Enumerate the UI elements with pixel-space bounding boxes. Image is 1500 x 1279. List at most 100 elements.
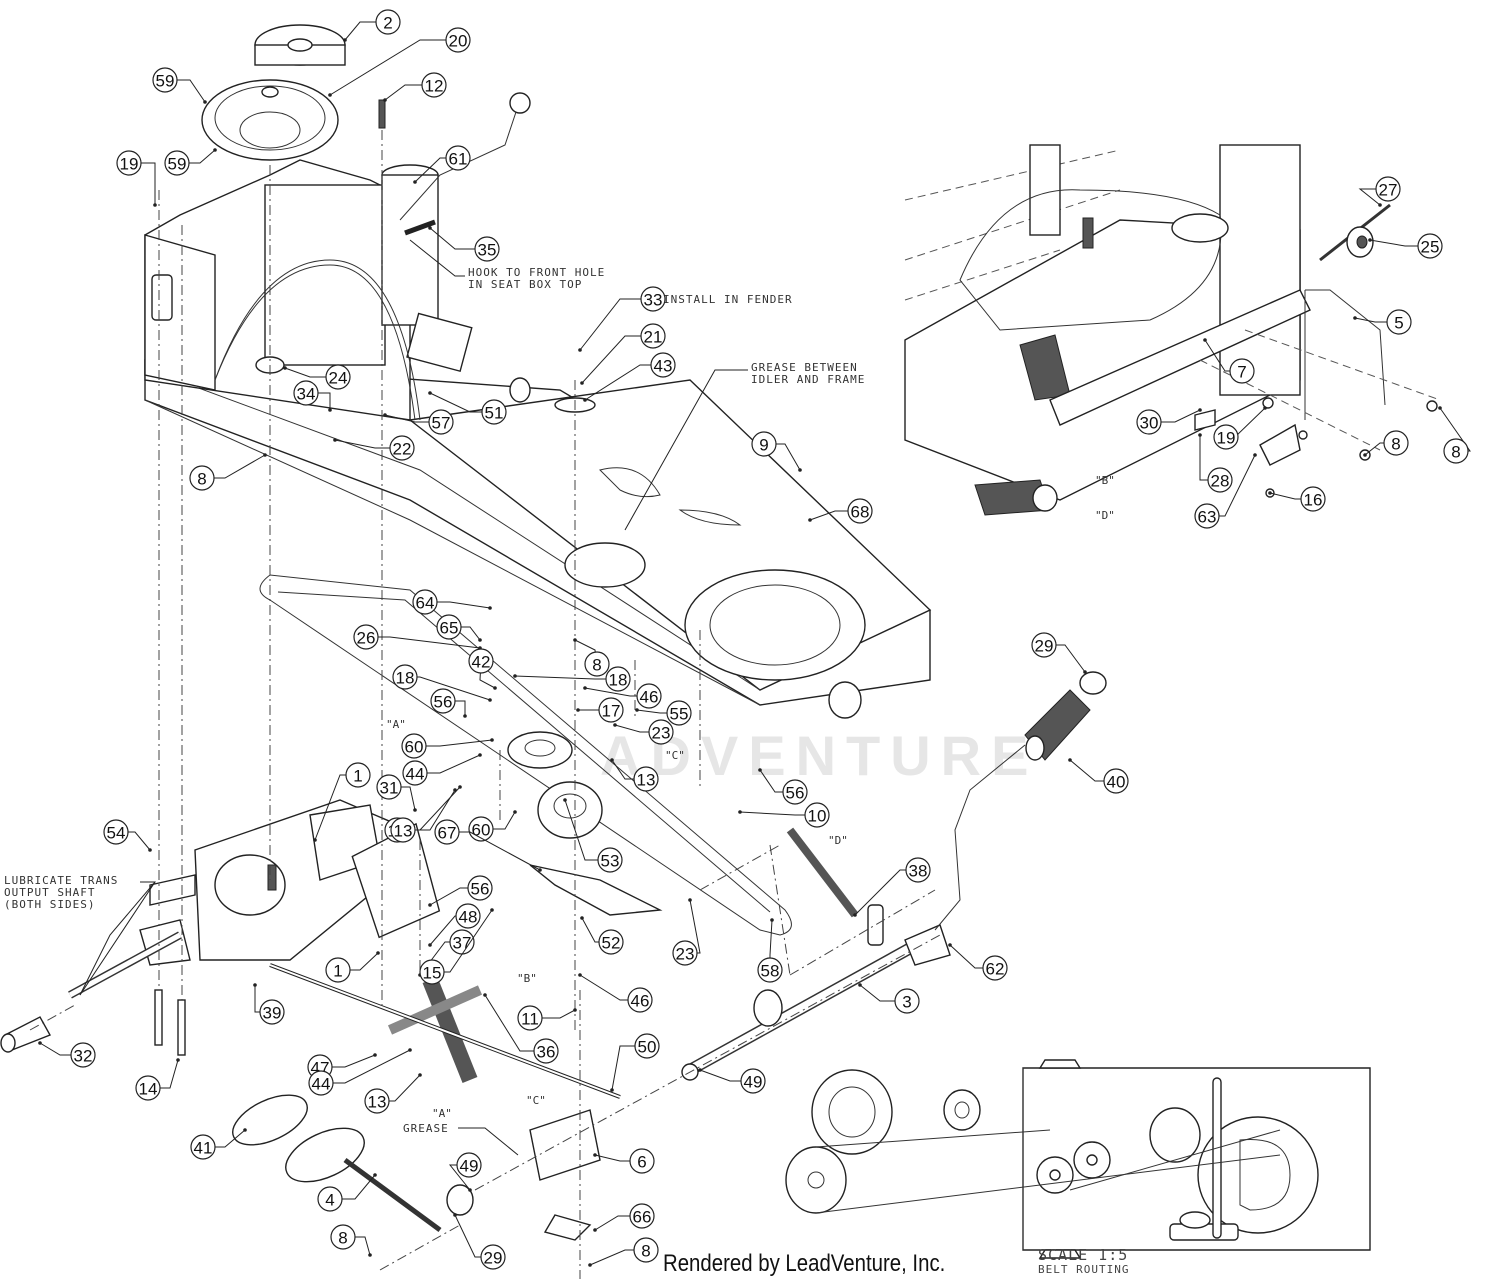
callout-circle [481,399,507,425]
leader-arrow-icon [1068,758,1072,762]
callout-number: 30 [1140,414,1159,433]
leader-arrow-icon [635,708,639,712]
leader-arrow-icon [583,398,587,402]
callout-circle [390,817,416,843]
callout-circle [152,67,178,93]
ref-mark-a-bottom: "A" [432,1107,452,1120]
callout-number: 8 [641,1242,650,1261]
callout-circle [597,847,623,873]
callout-circle [905,857,931,883]
callout-3: 3 [858,983,920,1014]
leader-arrow-icon [453,788,457,792]
callout-circle [633,1237,659,1263]
callout-number: 46 [640,688,659,707]
ref-mark-d-main: "D" [828,834,848,847]
callout-13: 13 [390,788,457,843]
callout-number: 57 [432,414,451,433]
callout-9: 9 [751,431,802,472]
callout-circle [1375,176,1401,202]
callout-number: 39 [263,1004,282,1023]
callout-35: 35 [428,226,500,262]
callout-48: 48 [428,903,481,947]
leader-arrow-icon [243,1128,247,1132]
callout-62: 62 [948,943,1008,981]
leader-arrow-icon [588,1263,592,1267]
leader-arrow-icon [1353,316,1357,320]
leader-arrow-icon [538,868,542,872]
callout-number: 48 [459,908,478,927]
callout-number: 41 [194,1139,213,1158]
lubricate-note: LUBRICATE TRANS OUTPUT SHAFT (BOTH SIDES… [4,874,126,911]
callout-number: 35 [478,241,497,260]
leader-arrow-icon [593,1228,597,1232]
callout-circle [480,1244,506,1270]
leader-arrow-icon [328,93,332,97]
callout-circle [317,1186,343,1212]
leader-arrow-icon [328,408,332,412]
callout-15: 15 [419,908,494,985]
leader-arrow-icon [1263,406,1267,410]
callout-circle [468,648,494,674]
callout-number: 19 [1217,429,1236,448]
leader-arrow-icon [738,810,742,814]
callout-number: 28 [1211,472,1230,491]
callout-number: 8 [592,656,601,675]
credit-text: Rendered by LeadVenture, Inc. [663,1249,945,1276]
callout-circle [640,286,666,312]
callout-2: 2 [343,9,401,42]
callout-circle [401,733,427,759]
main-frame [144,159,932,719]
leader-arrow-icon [563,798,567,802]
callout-17: 17 [576,697,624,723]
leader-arrow-icon [376,951,380,955]
grease-idler-note: GREASE BETWEEN IDLER AND FRAME [751,361,865,386]
callout-circle [474,236,500,262]
leader-arrow-icon [428,903,432,907]
leader-arrow-icon [458,785,462,789]
callout-42: 42 [468,648,497,690]
callout-13: 13 [364,1073,422,1114]
ref-mark-c-bottom: "C" [526,1094,546,1107]
callout-circle [455,903,481,929]
callout-5: 5 [1353,309,1412,335]
callout-circle [629,1148,655,1174]
callout-circle [189,465,215,491]
callout-52: 52 [580,916,624,955]
belt-routing-caption: BELT ROUTING [1038,1263,1129,1276]
callout-leader [514,675,618,680]
ref-mark-b-main: "B" [517,972,537,985]
callout-49: 49 [448,1152,482,1192]
leader-arrow-icon [613,723,617,727]
callout-circle [330,1224,356,1250]
callout-39: 39 [253,983,285,1025]
callout-number: 65 [440,619,459,638]
ref-mark-c-main: "C" [665,749,685,762]
callout-circle [847,498,873,524]
callout-number: 20 [449,32,468,51]
leader-arrow-icon [483,993,487,997]
callout-23: 23 [613,719,674,745]
callout-57: 57 [383,409,454,435]
callout-19: 19 [116,150,157,207]
leader-arrow-icon [948,943,952,947]
callout-44: 44 [402,753,482,786]
callout-circle [1229,358,1255,384]
leader-arrow-icon [1203,338,1207,342]
pedal-grip [1024,671,1107,761]
callout-circle [389,435,415,461]
callout-number: 55 [670,705,689,724]
callout-circle [293,380,319,406]
callout-number: 5 [1394,314,1403,333]
callout-8: 8 [1438,406,1471,464]
fender-note: INSTALL IN FENDER [663,293,793,306]
leader-arrow-icon [490,738,494,742]
leader-arrow-icon [580,916,584,920]
leader-arrow-icon [488,606,492,610]
callout-36: 36 [483,993,559,1064]
callout-60: 60 [468,810,517,842]
callout-circle [1383,430,1409,456]
leader-arrow-icon [576,708,580,712]
leader-arrow-icon [263,453,267,457]
leader-arrow-icon [368,1253,372,1257]
callout-number: 33 [644,291,663,310]
